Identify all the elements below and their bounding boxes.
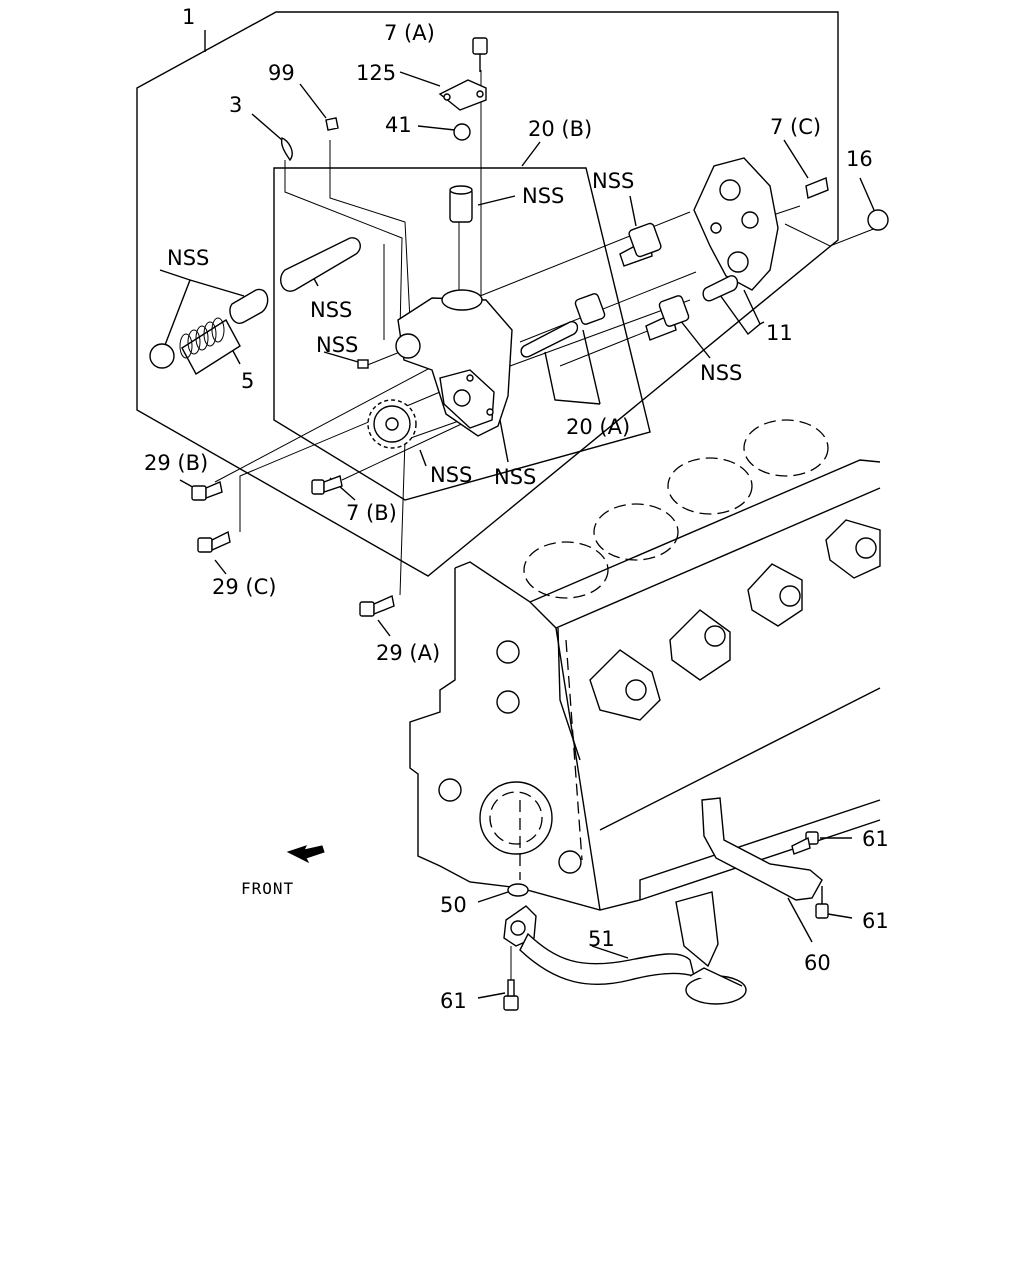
- label-nss-screw: NSS: [316, 333, 358, 357]
- label-7a: 7 (A): [384, 21, 435, 45]
- label-61-right: 61: [862, 909, 889, 933]
- label-nss-valve: NSS: [167, 246, 209, 270]
- leader-lines: [159, 30, 875, 999]
- label-51: 51: [588, 927, 615, 951]
- group-1-outline: [136, 11, 839, 577]
- bolt-61-upper: [791, 831, 819, 855]
- axis-lines: [214, 70, 877, 596]
- label-60: 60: [804, 951, 831, 975]
- label-11: 11: [766, 321, 793, 345]
- small-screw: [357, 359, 369, 369]
- o-ring-16: [867, 209, 889, 231]
- label-1: 1: [182, 5, 195, 29]
- bolt-61-right: [815, 886, 829, 919]
- shaft-gear-nss-top: [619, 222, 662, 267]
- bolt-61-lower: [503, 946, 519, 1011]
- label-nss-gear-top: NSS: [592, 169, 634, 193]
- label-61-lower: 61: [440, 989, 467, 1013]
- label-7c: 7 (C): [770, 115, 821, 139]
- label-61-upper: 61: [862, 827, 889, 851]
- label-125: 125: [356, 61, 396, 85]
- shaft-gear-nss-right: [645, 295, 690, 341]
- label-29a: 29 (A): [376, 641, 440, 665]
- bolt-7a: [472, 37, 488, 72]
- label-29c: 29 (C): [212, 575, 276, 599]
- bushing: [449, 185, 473, 223]
- label-20a: 20 (A): [566, 415, 630, 439]
- bolt-29c: [197, 530, 231, 553]
- bolt-7b: [311, 475, 343, 495]
- front-arrow-icon: [286, 845, 325, 864]
- label-99: 99: [268, 61, 295, 85]
- bolt-7c: [805, 177, 829, 199]
- label-5: 5: [241, 369, 254, 393]
- pin-3: [280, 137, 293, 162]
- plate-125: [438, 79, 487, 111]
- bolt-29a: [359, 595, 395, 617]
- label-nss-gear-right: NSS: [700, 361, 742, 385]
- label-3: 3: [229, 93, 242, 117]
- label-29b: 29 (B): [144, 451, 208, 475]
- shaft-gear-20a: [520, 293, 606, 358]
- bolt-29b: [191, 481, 223, 501]
- pump-housing: [395, 289, 513, 437]
- plug-99: [325, 117, 339, 131]
- bracket-60: [701, 797, 823, 901]
- group-20b-outline: [273, 167, 651, 501]
- valve-piston: [280, 237, 361, 292]
- oil-strainer-pipe-51: [503, 891, 747, 1005]
- label-41: 41: [385, 113, 412, 137]
- label-front: FRONT: [241, 879, 294, 898]
- label-nss-housing: NSS: [494, 465, 536, 489]
- label-50: 50: [440, 893, 467, 917]
- relief-valve-parts: [149, 288, 269, 375]
- gasket-50: [507, 883, 529, 897]
- engine-block: [409, 419, 881, 911]
- label-nss-bushing: NSS: [522, 184, 564, 208]
- ball-41: [453, 123, 471, 141]
- label-7b: 7 (B): [346, 501, 397, 525]
- pump-cover-11: [693, 157, 779, 302]
- label-20b: 20 (B): [528, 117, 592, 141]
- drive-gear: [367, 399, 417, 449]
- label-nss-drive-gear: NSS: [430, 463, 472, 487]
- label-nss-piston: NSS: [310, 298, 352, 322]
- label-16: 16: [846, 147, 873, 171]
